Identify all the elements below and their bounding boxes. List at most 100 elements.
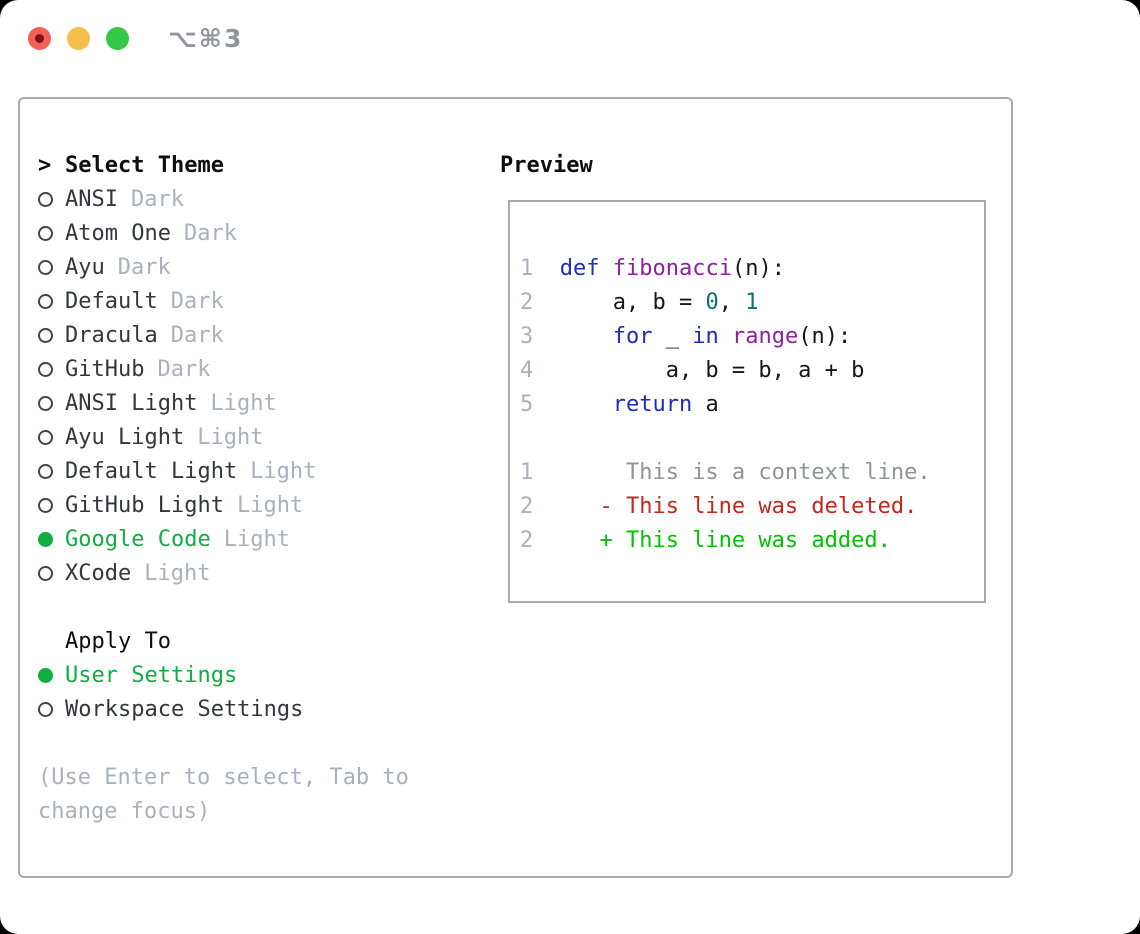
preview-line: 2 + This line was added. — [520, 523, 984, 557]
code-token: in — [692, 323, 719, 349]
theme-name: Ayu Light — [65, 424, 185, 450]
apply-to-option[interactable]: Workspace Settings — [38, 692, 409, 726]
code-token: This is a context line. — [533, 459, 931, 485]
radio-marker — [38, 429, 65, 445]
radio-icon — [38, 463, 53, 479]
theme-variant: Dark — [117, 254, 171, 280]
radio-icon — [38, 191, 53, 207]
radio-marker — [38, 259, 65, 275]
radio-icon — [38, 701, 53, 717]
code-token — [719, 324, 732, 349]
theme-option[interactable]: GitHub Dark — [38, 352, 409, 386]
preview-line: 1 def fibonacci(n): — [520, 251, 984, 285]
radio-marker — [38, 701, 65, 717]
code-token: for — [612, 323, 653, 349]
radio-marker — [38, 327, 65, 343]
radio-icon — [38, 361, 53, 377]
hint-text: (Use Enter to select, Tab to — [38, 764, 409, 790]
close-button[interactable] — [28, 27, 51, 50]
theme-name: Google Code — [65, 526, 211, 552]
preview-line: 5 return a — [520, 387, 984, 421]
theme-option[interactable]: GitHub Light Light — [38, 488, 409, 522]
theme-variant: Light — [197, 424, 264, 450]
theme-variant: Light — [250, 458, 317, 484]
theme-variant: Dark — [170, 322, 224, 348]
theme-option[interactable]: Ayu Light Light — [38, 420, 409, 454]
line-number: 2 — [520, 289, 534, 315]
theme-name: GitHub — [65, 356, 145, 382]
line-number: 5 — [520, 391, 534, 417]
line-number: 1 — [520, 459, 534, 485]
line-number: 4 — [520, 357, 534, 383]
theme-variant: Dark — [157, 356, 211, 382]
line-number: 2 — [520, 493, 534, 519]
theme-name: Default Light — [65, 458, 238, 484]
theme-name: Atom One — [65, 220, 171, 246]
hint-text: change focus) — [38, 798, 211, 824]
code-token: 1 — [745, 289, 759, 315]
radio-marker — [38, 225, 65, 241]
theme-variant: Dark — [183, 220, 237, 246]
radio-icon — [38, 565, 53, 581]
window-shortcut-label: ⌥⌘3 — [168, 24, 244, 53]
code-token: return — [612, 391, 693, 417]
select-theme-header: > Select Theme — [38, 148, 409, 182]
apply-to-name: User Settings — [65, 662, 238, 688]
zoom-button[interactable] — [106, 27, 129, 50]
radio-marker — [38, 497, 65, 513]
theme-name: GitHub Light — [65, 492, 224, 518]
preview-line: 3 for _ in range(n): — [520, 319, 984, 353]
theme-variant: Dark — [130, 186, 184, 212]
radio-icon — [38, 395, 53, 411]
keyboard-hint: (Use Enter to select, Tab to change focus… — [38, 760, 409, 828]
theme-option[interactable]: Atom One Dark — [38, 216, 409, 250]
radio-icon — [38, 327, 53, 343]
line-number: 1 — [520, 255, 534, 281]
theme-variant: Light — [236, 492, 304, 518]
preview-line: 4 a, b = b, a + b — [520, 353, 984, 387]
code-token: + This line was added. — [533, 527, 891, 553]
code-token: a — [692, 391, 719, 417]
theme-name: ANSI Light — [65, 390, 198, 416]
code-token: _ — [652, 323, 693, 349]
code-token: range — [731, 323, 799, 349]
apply-to-option[interactable]: User Settings — [38, 658, 409, 692]
minimize-button[interactable] — [67, 27, 90, 50]
theme-option[interactable]: Dracula Dark — [38, 318, 409, 352]
record-dot-icon — [35, 34, 44, 43]
apply-to-name: Workspace Settings — [65, 696, 304, 722]
code-token — [533, 324, 612, 349]
theme-name: Default — [65, 288, 158, 314]
select-theme-title: Select Theme — [65, 152, 224, 178]
radio-selected-icon — [38, 531, 53, 547]
code-token — [600, 256, 613, 281]
theme-option[interactable]: Default Light Light — [38, 454, 409, 488]
code-token: (n): — [731, 255, 785, 281]
line-number: 3 — [520, 323, 534, 349]
preview-line: 2 - This line was deleted. — [520, 489, 984, 523]
theme-name: Dracula — [65, 322, 158, 348]
radio-marker — [38, 395, 65, 411]
radio-icon — [38, 225, 53, 241]
radio-selected-icon — [38, 667, 53, 683]
radio-icon — [38, 497, 53, 513]
code-token: a, b = — [533, 289, 706, 315]
code-token: def — [559, 255, 600, 281]
spacer — [38, 590, 409, 624]
radio-marker — [38, 667, 65, 683]
preview-line: 1 This is a context line. — [520, 455, 984, 489]
code-token: , — [718, 289, 746, 315]
code-token: fibonacci — [612, 255, 732, 281]
line-number: 2 — [520, 527, 534, 553]
spacer — [38, 726, 409, 760]
